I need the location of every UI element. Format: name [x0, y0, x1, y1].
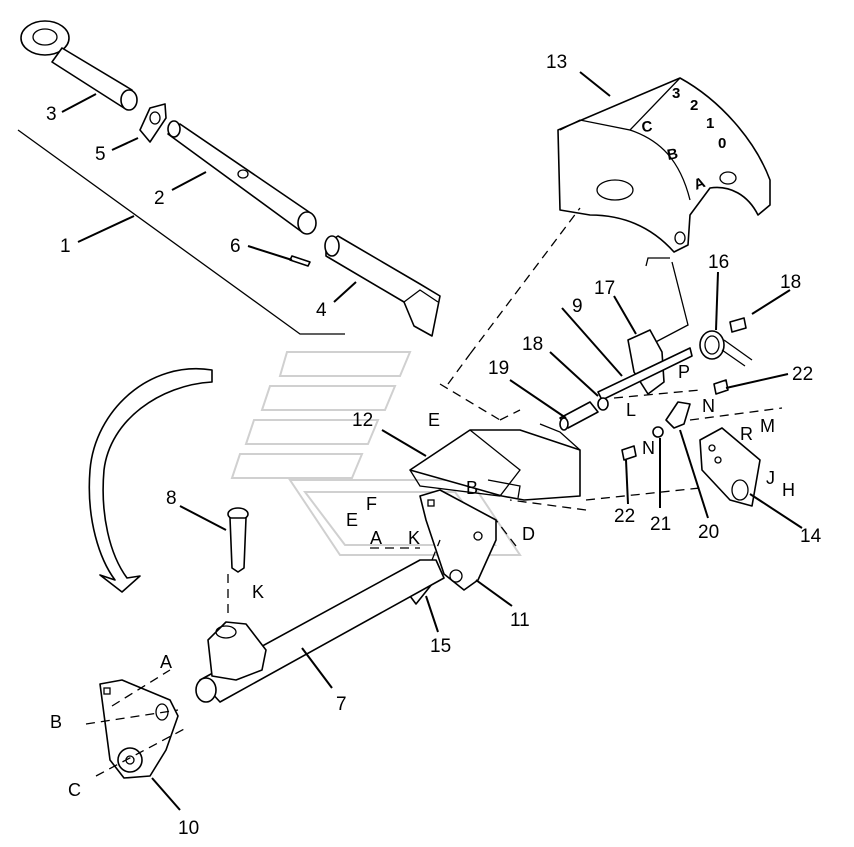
callout-20: 20	[698, 522, 719, 543]
letter-c-bottom: C	[68, 780, 81, 800]
part-7-shaft	[195, 559, 445, 703]
letter-r: R	[740, 424, 753, 444]
part-14-guide-plate	[699, 427, 761, 507]
callout-10: 10	[178, 818, 199, 839]
dial-mark-2: 2	[690, 97, 698, 114]
letter-d: D	[522, 524, 535, 544]
callout-17: 17	[594, 278, 615, 299]
part-5-lock-plate	[139, 103, 167, 143]
letter-e-middle: E	[346, 510, 358, 530]
letter-l: L	[626, 400, 636, 420]
part-2-tube	[167, 120, 317, 235]
callout-8: 8	[166, 488, 177, 509]
part-3-link-end	[20, 20, 138, 111]
callout-7: 7	[336, 694, 347, 715]
letter-b-middle: B	[466, 478, 478, 498]
callout-14: 14	[800, 526, 822, 547]
dial-mark-3: 3	[672, 85, 680, 102]
watermark-logo	[230, 351, 522, 556]
callout-19: 19	[488, 358, 509, 379]
letter-m: M	[760, 416, 775, 436]
part-1-bracket-line	[17, 129, 345, 335]
callout-18-upper: 18	[780, 272, 801, 293]
part-17-lever-bracket	[597, 329, 693, 401]
callout-9: 9	[572, 296, 583, 317]
callout-11: 11	[510, 610, 530, 631]
part-6-pin	[289, 255, 311, 267]
callout-22-lower: 22	[614, 506, 635, 527]
letter-f: F	[366, 494, 377, 514]
callout-3: 3	[46, 104, 57, 125]
letter-k-middle: K	[408, 528, 420, 548]
letter-k-pin: K	[252, 582, 264, 602]
callout-2: 2	[154, 188, 165, 209]
letter-j: J	[766, 468, 775, 488]
dial-mark-0: 0	[718, 135, 726, 152]
part-12-bracket	[409, 423, 581, 501]
letter-b-bottom: B	[50, 712, 62, 732]
part-18-washer-lower	[597, 397, 609, 411]
leader-lines	[61, 71, 803, 811]
dial-mark-c: C	[641, 118, 653, 136]
callout-22-upper: 22	[792, 364, 813, 385]
callout-15: 15	[430, 636, 451, 657]
part-11-plate	[419, 489, 497, 591]
callout-12: 12	[352, 410, 373, 431]
letter-a-bottom: A	[160, 652, 172, 672]
callout-5: 5	[95, 144, 106, 165]
letter-h: H	[782, 480, 795, 500]
part-10-mounting-plate	[99, 679, 179, 779]
callout-18-lower: 18	[522, 334, 543, 355]
callout-13: 13	[546, 52, 567, 73]
dial-mark-b: B	[666, 145, 680, 164]
part-22-bolt-upper	[713, 379, 729, 395]
letter-n-left: N	[642, 438, 655, 458]
letter-p: P	[678, 362, 690, 382]
part-4-clevis	[324, 235, 441, 337]
callout-1: 1	[60, 236, 71, 257]
part-20-clip	[665, 401, 691, 429]
callout-labels: 1 2 3 4 5 6 7 8 9 10 11 12 13 14 15 16 1…	[46, 52, 822, 839]
part-22-bolt-lower	[621, 445, 637, 461]
alignment-letters: A B C A K K E F B E D L N P N R M J H	[50, 362, 795, 800]
linkage-rod	[645, 257, 689, 346]
callout-6: 6	[230, 236, 241, 257]
part-13-shift-quadrant	[557, 77, 771, 253]
part-21-nut	[652, 426, 664, 438]
callout-16: 16	[708, 252, 729, 273]
dial-mark-1: 1	[706, 115, 714, 132]
letter-e-top: E	[428, 410, 440, 430]
part-19-bushing	[559, 401, 599, 431]
quadrant-dial-marks: A B C 1 2 3 0	[641, 85, 726, 194]
part-16-spring	[699, 330, 753, 367]
alignment-lines	[85, 207, 783, 777]
part-8-pin	[227, 507, 249, 573]
callout-21: 21	[650, 514, 671, 535]
callout-4: 4	[316, 300, 327, 321]
letter-a-middle: A	[370, 528, 382, 548]
rotation-arrow	[88, 367, 213, 593]
letter-n-right: N	[702, 396, 715, 416]
part-18-plug-upper	[729, 317, 747, 333]
